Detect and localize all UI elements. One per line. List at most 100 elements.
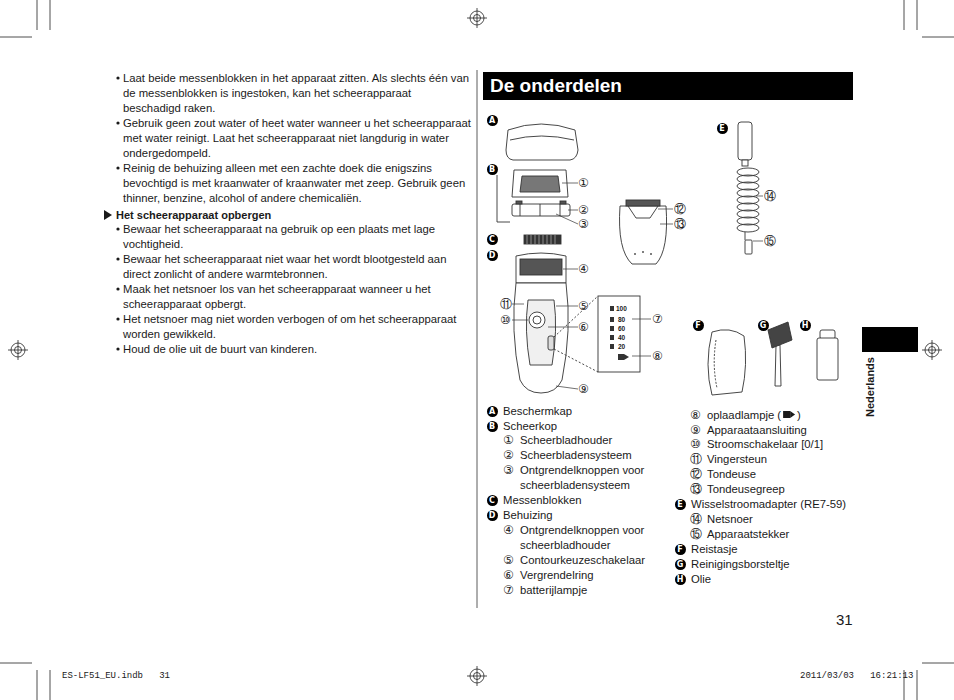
part-letter-badge: B (487, 421, 498, 432)
badge-letter: F (695, 321, 700, 330)
body-text: Houd de olie uit de buurt van kinderen. (123, 342, 471, 357)
part-letter-badge: E (717, 123, 728, 134)
callout-number: ⑪ (500, 296, 512, 312)
body-text: Bewaar het scheerapparaat na gebruik op … (123, 222, 471, 252)
callout-number: ⑧ (652, 348, 663, 364)
charge-icon (783, 411, 795, 418)
callout-number: ⑦ (652, 311, 663, 327)
callout-number: ③ (503, 462, 514, 478)
part-name: Behuizing (503, 508, 553, 523)
part-name: Messenblokken (503, 493, 582, 508)
part-name: Apparaataansluiting (707, 423, 807, 438)
part-name: Netsnoer (707, 512, 753, 527)
body-text: Het netsnoer mag niet worden verbogen of… (123, 312, 471, 342)
callout-number: ④ (503, 522, 514, 538)
part-letter-badge: A (487, 115, 498, 126)
part-letter-badge: D (487, 510, 498, 521)
part-name: Reistasje (691, 542, 737, 557)
part-name: oplaadlampje ( (707, 408, 781, 423)
part-name: Tondeusegreep (707, 482, 785, 497)
part-letter-badge: C (487, 234, 498, 245)
badge-letter: D (489, 511, 496, 520)
badge-letter: E (677, 500, 682, 509)
column-divider (477, 70, 478, 608)
part-letter-badge: G (675, 559, 686, 570)
part-name: Stroomschakelaar [0/1] (707, 437, 823, 452)
leader-lines (512, 183, 763, 389)
part-letter-badge: C (487, 495, 498, 506)
battery-level: 20 (618, 343, 625, 351)
battery-level: 80 (618, 316, 625, 324)
shaver-parts (497, 122, 838, 395)
badge-letter: E (719, 124, 724, 133)
page-number: 31 (836, 611, 853, 629)
badge-letter: H (677, 575, 684, 584)
badge-letter: G (677, 560, 684, 569)
part-name: ) (797, 408, 801, 423)
badge-letter: C (489, 235, 495, 244)
badge-letter: C (489, 496, 495, 505)
part-name: Contourkeuzeschakelaar (520, 553, 645, 568)
language-tab (862, 327, 918, 352)
part-letter-badge: H (675, 574, 686, 585)
callout-number: ② (578, 202, 589, 218)
badge-letter: B (489, 165, 495, 174)
part-name: Ontgrendelknoppen voor scheerbladhouder (520, 523, 652, 553)
part-name: Vingersteun (707, 452, 767, 467)
callout-number: ① (503, 432, 514, 448)
callout-number: ⑧ (690, 407, 701, 423)
callout-number: ⑤ (578, 298, 589, 314)
part-letter-badge: F (693, 320, 704, 331)
part-name: Scheerkop (503, 419, 557, 434)
callout-number: ⑥ (578, 319, 589, 335)
part-name: Beschermkap (503, 404, 572, 419)
callout-number: ⑨ (578, 381, 589, 397)
body-text: Bewaar het scheerapparaat niet waar het … (123, 252, 471, 282)
callout-number: ② (503, 447, 514, 463)
body-text: Maak het netsnoer los van het scheerappa… (123, 282, 471, 312)
badge-letter: G (760, 321, 767, 330)
badge-letter: H (802, 321, 809, 330)
print-footer: 2011/03/03 16:21:13 (800, 671, 913, 682)
callout-number: ⑬ (674, 216, 686, 232)
print-footer: ES-LF51_EU.indb 31 (62, 671, 170, 682)
cord-loop (737, 224, 759, 232)
part-name: Scheerbladhouder (520, 433, 612, 448)
part-name: Tondeuse (707, 467, 756, 482)
callout-number: ③ (578, 216, 589, 232)
callout-number: ⑫ (674, 201, 686, 217)
part-letter-badge: G (758, 320, 769, 331)
badge-letter: D (489, 251, 496, 260)
callout-number: ⑩ (500, 312, 511, 328)
battery-level: 60 (618, 325, 625, 333)
part-name: Scheerbladensysteem (520, 448, 632, 463)
language-tab-text: Nederlands (864, 357, 877, 417)
battery-level: 100 (616, 305, 627, 313)
section-heading: De onderdelen (483, 72, 853, 100)
callout-number: ⑥ (503, 567, 514, 583)
part-name: Wisselstroomadapter (RE7-59) (691, 497, 846, 512)
part-letter-badge: D (487, 250, 498, 261)
badge-letter: F (677, 545, 682, 554)
part-name: Apparaatstekker (707, 527, 789, 542)
callout-number: ⑩ (690, 436, 701, 452)
callout-number: ⑬ (690, 481, 702, 497)
body-text: Laat beide messenblokken in het apparaat… (123, 71, 471, 116)
body-text: Reinig de behuizing alleen met een zacht… (123, 161, 471, 206)
badge-letter: A (489, 116, 495, 125)
callout-number: ⑮ (690, 526, 702, 542)
callout-number: ⑨ (690, 422, 701, 438)
callout-number: ⑫ (690, 466, 702, 482)
part-letter-badge: B (487, 164, 498, 175)
callout-number: ⑭ (764, 188, 776, 204)
badge-letter: A (489, 407, 495, 416)
part-letter-badge: A (487, 406, 498, 417)
part-name: Ontgrendelknoppen voor scheerbladensyste… (520, 463, 652, 493)
part-letter-badge: E (675, 499, 686, 510)
part-letter-badge: F (675, 544, 686, 555)
callout-number: ① (578, 175, 589, 191)
part-name: Vergrendelring (520, 568, 593, 583)
part-name: batterijlampje (520, 583, 587, 598)
part-name: Olie (691, 572, 711, 587)
